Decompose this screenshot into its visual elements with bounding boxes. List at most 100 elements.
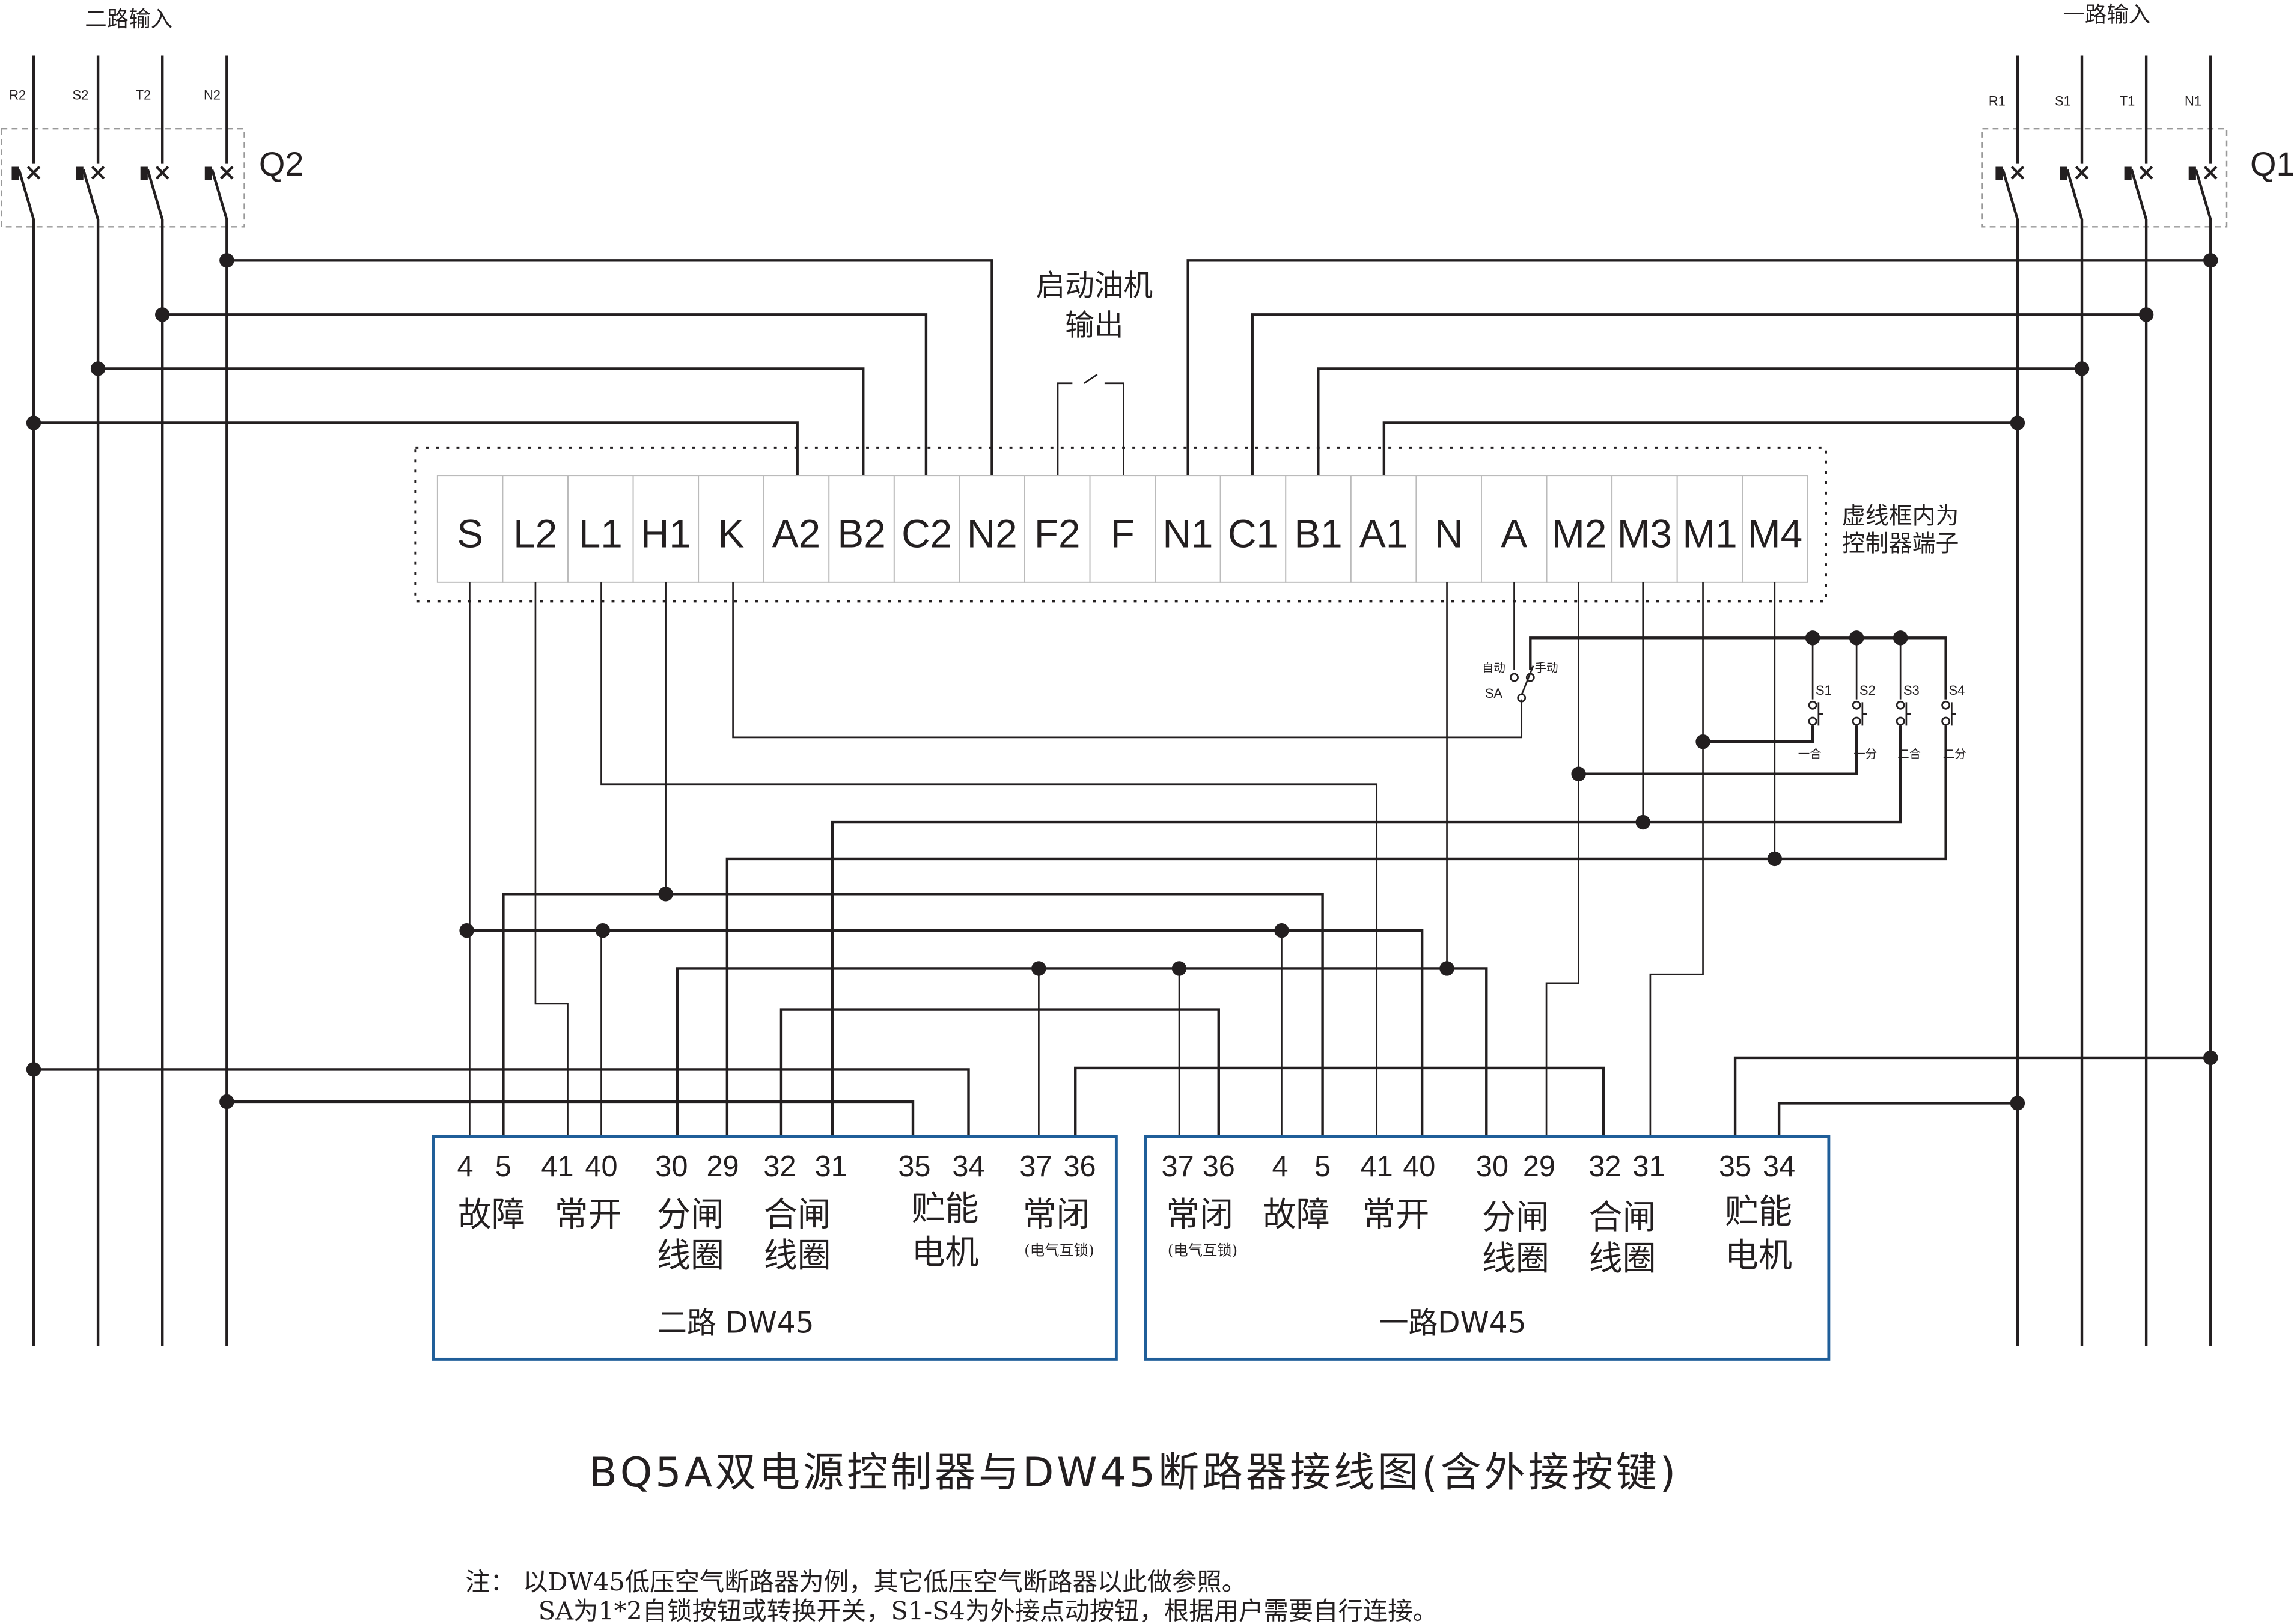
pin-number: 35 [898, 1150, 930, 1183]
pin-number: 35 [1719, 1150, 1751, 1183]
terminal-cell [959, 475, 1025, 583]
terminal-cell [1676, 475, 1743, 583]
phase-label: S2 [72, 88, 88, 103]
pin-number: 4 [1272, 1150, 1288, 1183]
terminal-cell [828, 475, 895, 583]
right-fault-label: 故障 [1263, 1195, 1330, 1233]
terminal-cell [698, 475, 764, 583]
right-nc-label: 常闭 [1166, 1195, 1233, 1233]
right-close-label: 线圈 [1589, 1239, 1656, 1277]
terminal-cell [1742, 475, 1808, 583]
terminal-label: C1 [1228, 511, 1278, 555]
right-close-label: 合闸 [1589, 1198, 1656, 1236]
diagram-title: BQ5A双电源控制器与DW45断路器接线图(含外接按键) [589, 1449, 1679, 1497]
phase-label: N2 [204, 88, 221, 103]
breaker-pole-icon [2188, 55, 2218, 1346]
pin-number: 5 [1314, 1150, 1331, 1183]
left-trip-label: 分闸 [657, 1195, 724, 1233]
phase-label: S1 [2055, 93, 2071, 108]
left-dw45-box [432, 1135, 1118, 1361]
pushbutton-icon [1941, 700, 1956, 726]
terminal-cell [1481, 475, 1548, 583]
right-interlock-label: (电气互锁) [1168, 1242, 1237, 1259]
pushbutton-label: S4 [1949, 683, 1965, 698]
terminal-label: M2 [1552, 511, 1606, 555]
controller-terminal-frame [414, 446, 1827, 603]
note-line: 注： 以DW45低压空气断路器为例，其它低压空气断路器以此做参照。 [465, 1568, 1246, 1596]
pushbutton-icon [1896, 700, 1911, 726]
terminal-label: M1 [1682, 511, 1737, 555]
pin-number: 4 [457, 1150, 474, 1183]
pushbutton-function-label: 一合 [1798, 747, 1822, 761]
note-line: SA为1*2自锁按钮或转换开关，S1-S4为外接点动按钮，根据用户需要自行连接。 [538, 1597, 1438, 1624]
right-trip-label: 线圈 [1482, 1239, 1549, 1277]
generator-label: 输出 [1065, 308, 1123, 342]
breaker-pole-icon [140, 55, 169, 1346]
right-input-title: 一路输入 [2063, 2, 2150, 28]
breaker-pole-icon [2060, 55, 2089, 1346]
terminal-label: C2 [901, 511, 952, 555]
pin-number: 34 [952, 1150, 984, 1183]
terminal-cell [436, 475, 504, 583]
terminal-cell [1155, 475, 1221, 583]
pushbutton-function-label: 二分 [1943, 747, 1966, 761]
right-dw45-box [1144, 1135, 1831, 1361]
q1-breaker-frame [1981, 127, 2228, 228]
phase-label: T1 [2120, 93, 2135, 108]
pushbutton-label: S1 [1816, 683, 1832, 698]
left-phase-labels: R2 S2 T2 N2 [9, 88, 221, 103]
pushbutton-icon [1808, 700, 1823, 726]
pin-number: 36 [1203, 1150, 1235, 1183]
phase-label: R2 [9, 88, 26, 103]
terminal-label: H1 [641, 511, 691, 555]
terminal-label: M3 [1617, 511, 1672, 555]
pin-number: 29 [706, 1150, 739, 1183]
right-motor-label: 贮能 [1725, 1192, 1792, 1230]
phase-label: R1 [1989, 93, 2006, 108]
sa-selector-switch-icon [1510, 665, 1535, 703]
terminal-label: S [457, 511, 483, 555]
sa-manual-label: 手动 [1535, 661, 1558, 674]
phase-label: T2 [136, 88, 151, 103]
right-box-title: 一路DW45 [1379, 1307, 1527, 1340]
terminal-label: F2 [1034, 511, 1081, 555]
pin-number: 5 [495, 1150, 511, 1183]
left-motor-label: 电机 [912, 1233, 979, 1271]
sa-auto-label: 自动 [1482, 661, 1505, 674]
phase-label: N1 [2185, 93, 2201, 108]
terminal-label: M4 [1748, 511, 1802, 555]
terminal-label: F [1111, 511, 1135, 555]
left-close-label: 线圈 [764, 1236, 831, 1274]
right-trip-label: 分闸 [1482, 1198, 1549, 1236]
pushbutton-label: S3 [1903, 683, 1920, 698]
terminal-cell [1219, 475, 1287, 583]
terminal-cell [1089, 475, 1156, 583]
generator-relay-contact-icon [1057, 374, 1124, 476]
pin-number: 36 [1063, 1150, 1096, 1183]
pin-number: 41 [541, 1150, 573, 1183]
q2-label: Q2 [259, 145, 304, 183]
terminal-cell [632, 475, 700, 583]
left-input-title: 二路输入 [85, 6, 172, 32]
terminal-label: A1 [1359, 511, 1408, 555]
pushbutton-icon [1852, 700, 1867, 726]
generator-label: 启动油机 [1036, 269, 1153, 303]
breaker-pole-icon [11, 55, 41, 1346]
terminal-label: L1 [579, 511, 623, 555]
left-box-title: 二路 DW45 [657, 1307, 814, 1340]
pushbutton-label: S2 [1859, 683, 1876, 698]
q1-label: Q1 [2250, 145, 2294, 183]
terminal-label: A [1501, 511, 1527, 555]
pin-number: 31 [1632, 1150, 1665, 1183]
left-no-label: 常开 [555, 1195, 622, 1233]
left-fault-label: 故障 [458, 1195, 525, 1233]
terminal-label: N2 [967, 511, 1017, 555]
terminal-label: L2 [513, 511, 557, 555]
terminal-cell [763, 475, 830, 583]
sa-label: SA [1485, 686, 1503, 701]
left-interlock-label: (电气互锁) [1024, 1242, 1094, 1259]
left-trip-label: 线圈 [657, 1236, 724, 1274]
